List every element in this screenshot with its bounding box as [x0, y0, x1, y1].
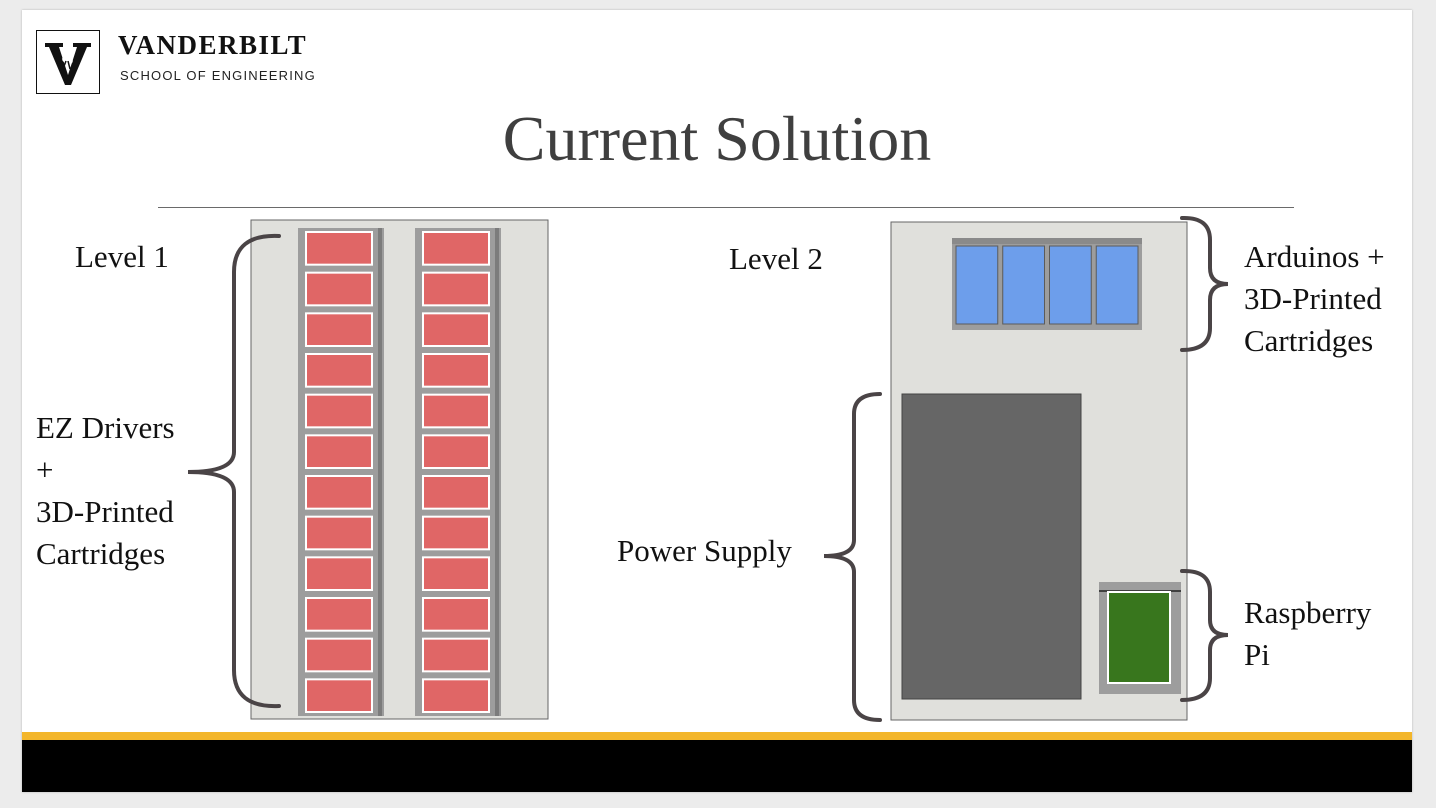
- ez-driver-slot: [422, 597, 490, 632]
- arduino-rack-rail: [952, 238, 1142, 244]
- ez-driver-slot: [305, 353, 373, 388]
- arduinos-label-line: 3D-Printed: [1244, 281, 1382, 316]
- ez-driver-slot: [305, 271, 373, 307]
- ez-driver-slot: [422, 678, 490, 713]
- level2-heading: Level 2: [729, 241, 823, 276]
- arduino-slots: [955, 245, 1139, 325]
- raspberry-pi-label-line: Pi: [1244, 637, 1270, 672]
- ez-driver-slot: [422, 393, 490, 429]
- ez-driver-slot: [422, 475, 490, 510]
- ez-driver-slot: [305, 434, 373, 470]
- ez-drivers-label-line: 3D-Printed: [36, 494, 174, 529]
- ez-driver-slot: [422, 515, 490, 551]
- level1-board: [250, 219, 549, 720]
- raspberry-pi-board: [1107, 591, 1171, 684]
- ez-driver-slot: [305, 475, 373, 510]
- power-supply-bracket: [823, 392, 882, 722]
- driver-column-edge: [378, 228, 382, 716]
- raspberry-pi-label-line: Raspberry: [1244, 595, 1372, 630]
- driver-column-rail: [415, 228, 501, 716]
- ez-driver-slot: [305, 597, 373, 632]
- ez-driver-slot: [422, 353, 490, 388]
- ez-driver-slot: [305, 515, 373, 551]
- arduino-slot: [1002, 245, 1045, 325]
- ez-drivers-label-line: EZ Drivers: [36, 410, 175, 445]
- arduino-bracket: [1180, 215, 1229, 352]
- slide: VANDERBILT SCHOOL OF ENGINEERING Current…: [22, 10, 1412, 792]
- footer-bar: [22, 740, 1412, 792]
- ez-driver-slot: [305, 637, 373, 673]
- ez-driver-slot: [422, 434, 490, 470]
- footer-accent-bar: [22, 732, 1412, 740]
- ez-driver-slot: [422, 231, 490, 266]
- ez-driver-slot: [305, 556, 373, 591]
- ez-drivers-label-line: +: [36, 452, 54, 487]
- ez-driver-slot: [305, 231, 373, 266]
- arduino-slot: [1095, 245, 1139, 325]
- title-divider: [158, 207, 1294, 208]
- level1-bracket: [187, 233, 281, 709]
- arduinos-label: Arduinos + 3D-Printed Cartridges: [1244, 236, 1385, 362]
- logo-name: VANDERBILT: [118, 30, 308, 60]
- ez-drivers-label: EZ Drivers + 3D-Printed Cartridges: [36, 407, 175, 575]
- diagram: [187, 215, 1229, 722]
- power-supply-label: Power Supply: [617, 533, 792, 568]
- ez-driver-slot: [422, 312, 490, 348]
- driver-column-rail: [298, 228, 384, 716]
- power-supply-block: [901, 393, 1082, 700]
- logo-school: SCHOOL OF ENGINEERING: [120, 68, 316, 83]
- ez-driver-slot: [305, 393, 373, 429]
- ez-driver-slot: [422, 637, 490, 673]
- raspberry-pi-label: Raspberry Pi: [1244, 592, 1371, 676]
- arduinos-label-line: Arduinos +: [1244, 239, 1385, 274]
- ez-driver-slot: [422, 556, 490, 591]
- vanderbilt-logo-mark: [36, 30, 100, 94]
- driver-column-edge: [495, 228, 499, 716]
- arduinos-label-line: Cartridges: [1244, 323, 1374, 358]
- level1-heading: Level 1: [75, 239, 169, 274]
- arduino-slot: [1049, 245, 1092, 325]
- raspberry-pi-bracket: [1180, 568, 1229, 702]
- ez-drivers-label-line: Cartridges: [36, 536, 166, 571]
- arduino-slot: [955, 245, 999, 325]
- ez-driver-slot: [305, 678, 373, 713]
- level1-drivers: [298, 228, 501, 716]
- ez-driver-slot: [422, 271, 490, 307]
- slide-title: Current Solution: [502, 103, 932, 174]
- ez-driver-slot: [305, 312, 373, 348]
